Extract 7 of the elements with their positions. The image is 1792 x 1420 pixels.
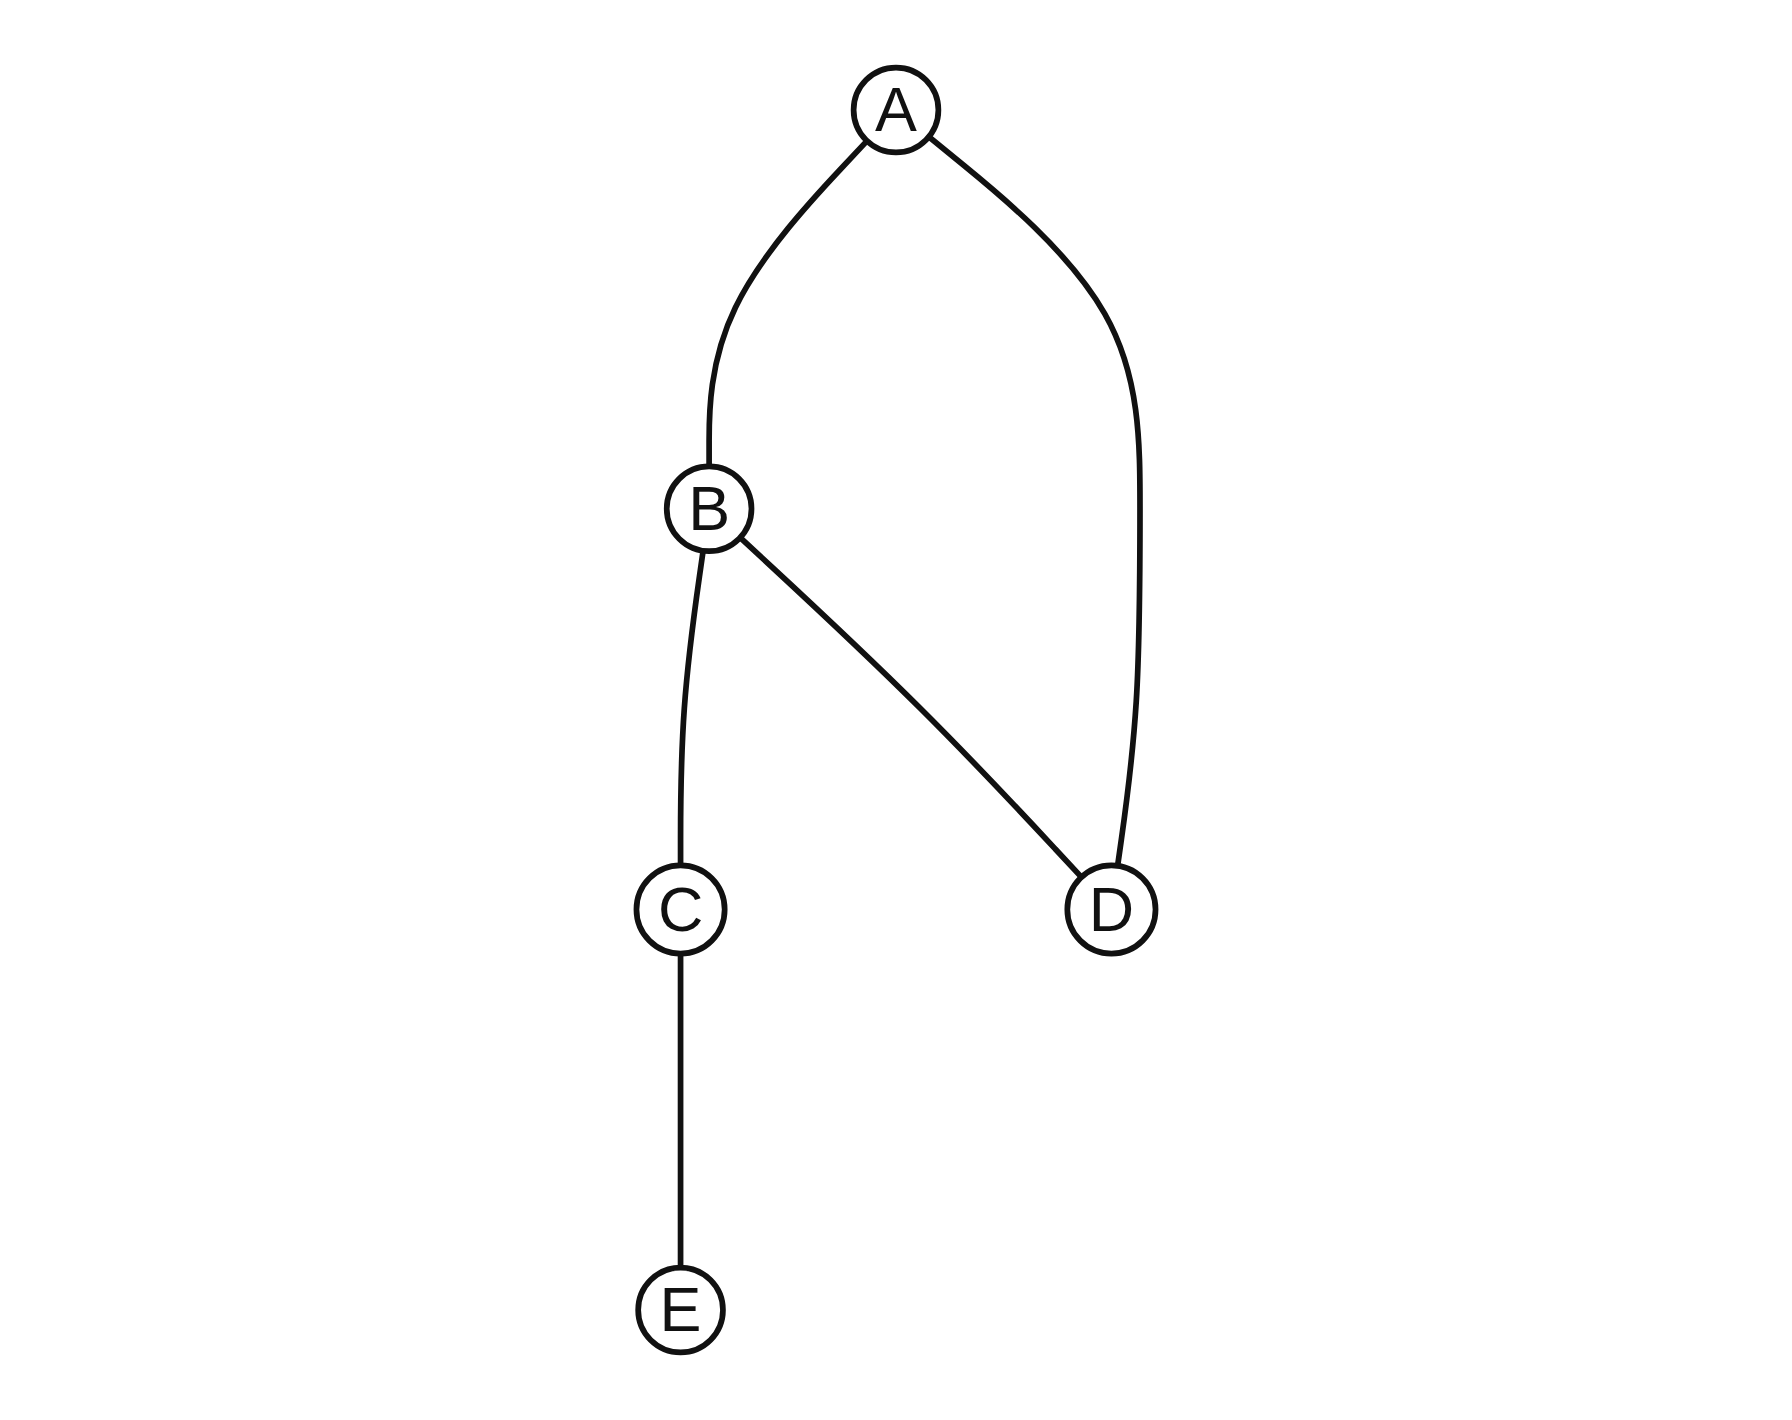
connector — [677, 953, 684, 1268]
node-circle: C — [633, 862, 728, 957]
node-circle: B — [663, 463, 755, 555]
connector — [738, 535, 1084, 880]
node-circle: A — [850, 64, 942, 156]
node-circle: E — [635, 1264, 726, 1356]
node-circle: D — [1064, 862, 1159, 957]
